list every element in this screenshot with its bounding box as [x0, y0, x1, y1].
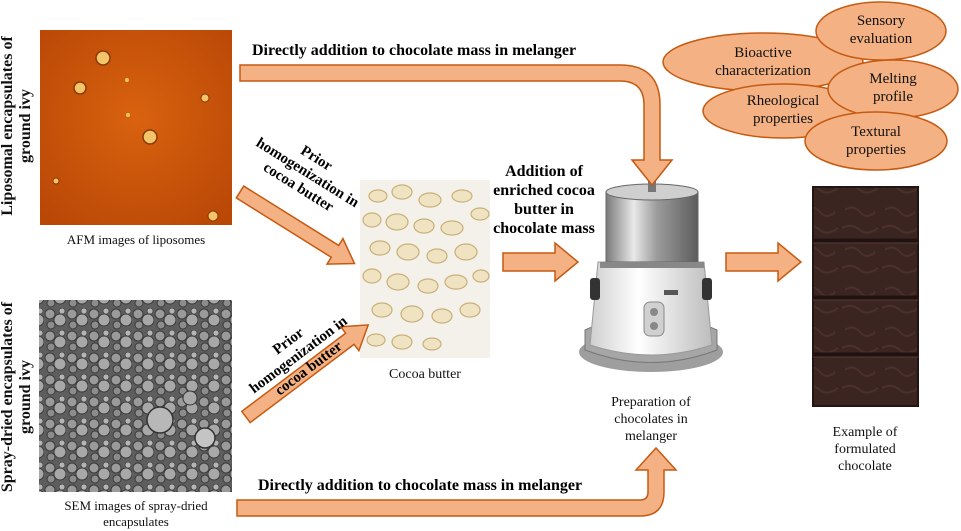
bioactive-line2: characterization	[715, 63, 811, 79]
prior-upper-arrow	[235, 185, 356, 265]
example-caption: Example of formulated chocolate	[800, 424, 930, 475]
spray-dried-label-line1: Spray-dried encapsulates of	[0, 301, 16, 493]
melanger-caption-line3: melanger	[624, 429, 678, 444]
afm-image	[40, 30, 232, 225]
sensory-text: Sensory evaluation	[826, 12, 936, 48]
rheological-line1: Rheological	[746, 93, 820, 109]
addition-arrow	[502, 241, 580, 283]
afm-caption: AFM images of liposomes	[66, 232, 206, 247]
melting-line1: Melting	[869, 71, 917, 87]
example-caption-line1: Example of	[832, 425, 898, 440]
sem-caption: SEM images of spray-dried encapsulates	[40, 498, 232, 530]
sem-image	[39, 300, 232, 492]
top-direct-arrow	[239, 64, 674, 187]
melanger-caption-line2: chocolates in	[614, 412, 688, 427]
to-chocolate-arrow	[725, 241, 803, 283]
rheological-line2: properties	[753, 111, 813, 127]
addition-line4: chocolate mass	[493, 220, 595, 237]
sem-caption-line1: SEM images of spray-dried	[64, 498, 208, 513]
textural-text: Textural properties	[816, 123, 936, 159]
melanger-caption-line1: Preparation of	[611, 395, 691, 410]
bottom-direct-arrow	[236, 446, 678, 517]
spray-dried-label-line2: ground ivy	[17, 360, 34, 434]
cocoa-butter-image	[360, 180, 490, 358]
chocolate-bar-image	[812, 186, 919, 407]
sensory-line1: Sensory	[856, 13, 906, 29]
example-caption-line2: formulated	[834, 442, 896, 457]
prior-lower-arrow	[240, 324, 370, 424]
cocoa-caption: Cocoa butter	[389, 367, 461, 382]
liposomal-label-line1: Liposomal encapsulates of	[0, 36, 16, 216]
melting-text: Melting profile	[838, 70, 948, 106]
textural-ellipse	[804, 111, 948, 171]
textural-line2: properties	[846, 142, 906, 158]
addition-line2: enriched cocoa	[493, 182, 595, 199]
melting-line2: profile	[873, 89, 913, 105]
addition-line3: butter in	[514, 201, 574, 218]
liposomal-label: Liposomal encapsulates of ground ivy	[0, 20, 39, 232]
sensory-line2: evaluation	[849, 31, 913, 47]
top-direct-label: Directly addition to chocolate mass in m…	[252, 42, 577, 59]
textural-line1: Textural	[851, 124, 901, 140]
melanger-caption: Preparation of chocolates in melanger	[581, 394, 721, 445]
spray-dried-label: Spray-dried encapsulates of ground ivy	[0, 273, 39, 521]
liposomal-label-line2: ground ivy	[17, 89, 34, 163]
addition-line1: Addition of	[505, 163, 583, 180]
rheological-text: Rheological properties	[713, 92, 853, 128]
addition-label: Addition of enriched cocoa butter in cho…	[484, 162, 604, 238]
example-caption-line3: chocolate	[838, 459, 892, 474]
bottom-direct-label: Directly addition to chocolate mass in m…	[258, 477, 583, 494]
melanger-image	[579, 180, 723, 372]
bioactive-text: Bioactive characterization	[683, 44, 843, 80]
sem-caption-line2: encapsulates	[103, 514, 169, 529]
bioactive-line1: Bioactive	[734, 45, 792, 61]
